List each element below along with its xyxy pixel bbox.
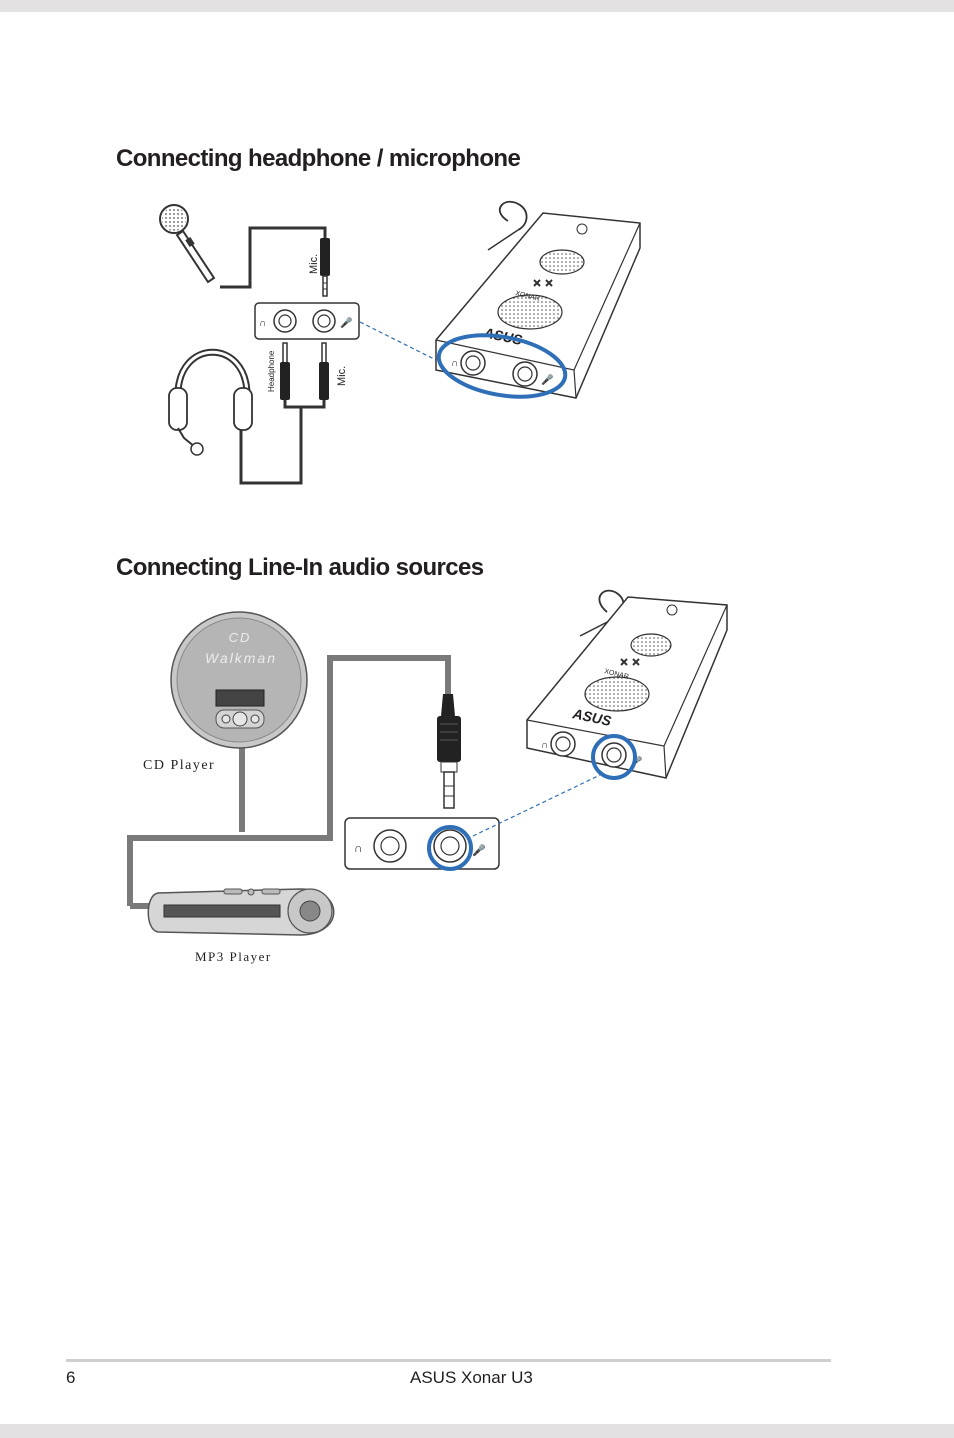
- microphone-illustration: [159, 204, 216, 284]
- cd-walkman-illustration: CD Walkman: [170, 611, 308, 749]
- top-margin-band: [0, 0, 954, 12]
- microphone-cable: [220, 226, 327, 289]
- line-in-plug: [437, 694, 461, 809]
- heading-line-in: Connecting Line-In audio sources: [116, 554, 484, 581]
- ports-highlight-circle: [436, 333, 568, 399]
- footer-title: ASUS Xonar U3: [410, 1368, 533, 1387]
- jack-adapter: ∩ 🎤: [254, 302, 360, 340]
- headset-illustration: [168, 348, 253, 456]
- svg-text:∩: ∩: [259, 318, 266, 329]
- headphone-label: Headphone: [267, 350, 276, 392]
- svg-text:∩: ∩: [451, 358, 458, 369]
- xonar-u3-device-2: XONAR ASUS ∩ 🎤: [526, 589, 728, 779]
- walkman-text-cd: CD: [229, 630, 252, 645]
- mic-label-bottom: Mic.: [336, 366, 348, 386]
- mic-label-top: Mic.: [308, 254, 320, 274]
- mp3-player-illustration: [147, 888, 335, 936]
- headphone-plug: [280, 342, 290, 400]
- svg-text:∩: ∩: [354, 841, 363, 855]
- connection-dashed-line-2: [472, 774, 601, 837]
- mp3-player-label: MP3 Player: [195, 949, 272, 964]
- line-in-cable: [127, 655, 451, 906]
- headphone-microphone-diagram: Mic. ∩ 🎤 Headphone Mic.: [159, 200, 641, 485]
- headphone-cable: [239, 400, 303, 485]
- svg-text:🎤: 🎤: [340, 316, 353, 329]
- svg-text:🎤: 🎤: [472, 843, 486, 857]
- jack-adapter-line-in: ∩ 🎤: [344, 817, 500, 870]
- footer-rule: [66, 1359, 831, 1362]
- xonar-u3-device: XONAR ASUS ∩ 🎤: [435, 200, 641, 399]
- mic-port-highlight-device: [591, 734, 637, 780]
- svg-text:∩: ∩: [541, 740, 548, 751]
- page-number: 6: [66, 1368, 76, 1387]
- mic-plug-top: [320, 238, 330, 297]
- mic-port-highlight-adapter: [427, 825, 473, 871]
- heading-headphone-microphone: Connecting headphone / microphone: [116, 145, 521, 172]
- bottom-margin-band: [0, 1424, 954, 1438]
- line-in-diagram: CD Walkman CD Player MP3 Player ∩ 🎤: [127, 589, 728, 964]
- cd-player-label: CD Player: [143, 758, 215, 773]
- svg-text:🎤: 🎤: [541, 373, 554, 386]
- walkman-text-walkman: Walkman: [205, 650, 277, 666]
- mic-plug-bottom: [319, 342, 329, 400]
- connection-dashed-line: [359, 321, 441, 363]
